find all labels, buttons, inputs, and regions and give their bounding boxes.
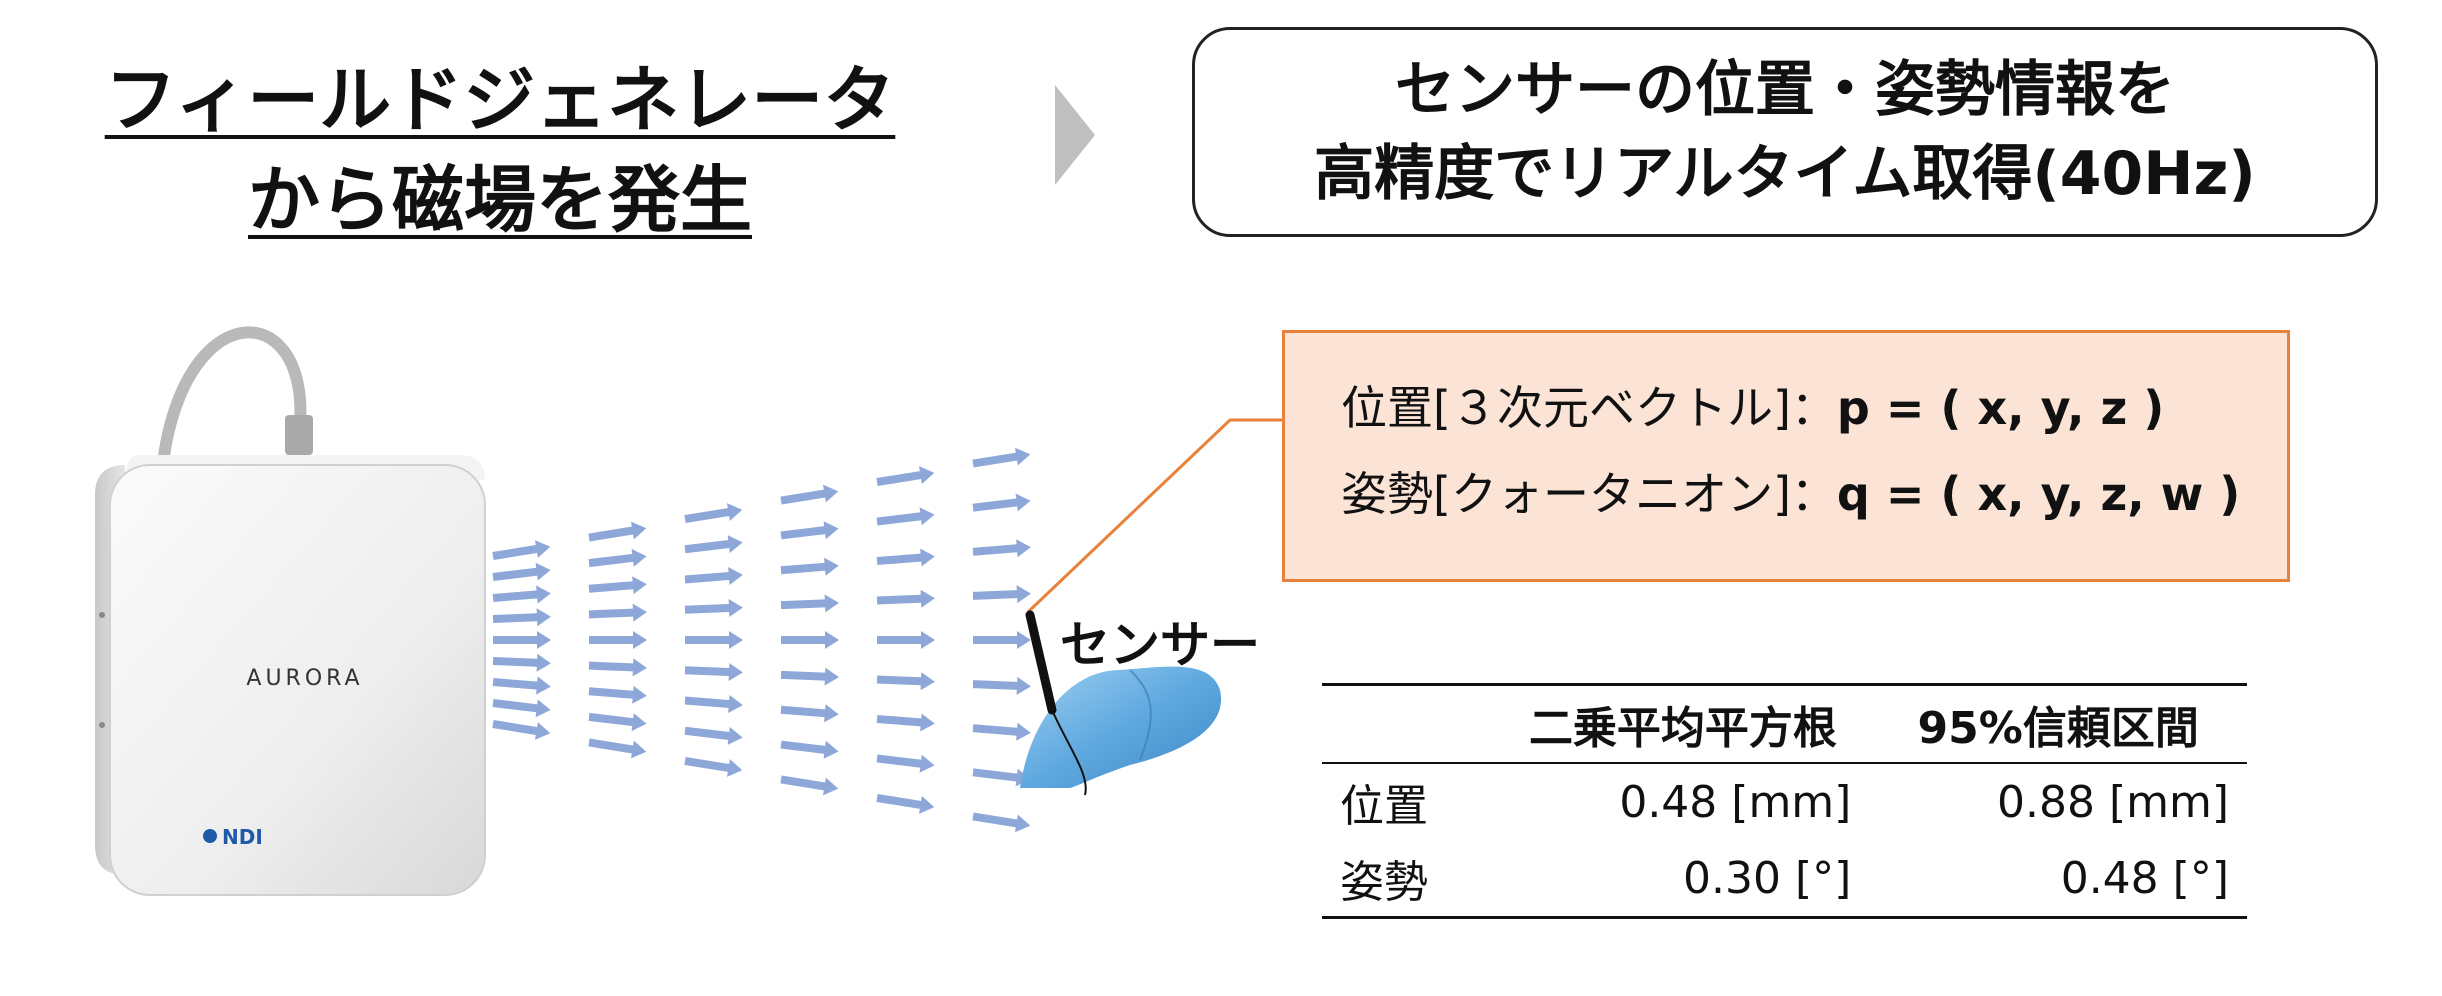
field-arrow (684, 535, 743, 554)
left-title: フィールドジェネレータ から磁場を発生 (60, 50, 940, 250)
field-arrow (972, 722, 1031, 741)
header-empty (1322, 685, 1497, 764)
field-arrow (492, 585, 551, 604)
field-arrow (684, 503, 743, 523)
orientation-formula: 姿勢[クォータニオン]：q = ( x, y, z, w ) (1341, 451, 2287, 537)
field-arrow (972, 585, 1031, 604)
sensor-wire (1051, 709, 1087, 796)
field-arrow (876, 466, 935, 487)
field-arrow (684, 567, 743, 585)
device-front (109, 464, 486, 896)
field-arrow (492, 676, 551, 695)
field-arrow (492, 540, 551, 560)
field-arrow (972, 447, 1031, 468)
rms-value: 0.30 [°] (1683, 852, 1852, 904)
rms-value: 0.48 [mm] (1619, 776, 1852, 828)
position-equation: p = ( x, y, z ) (1836, 381, 2165, 435)
right-title-box: センサーの位置・姿勢情報を 高精度でリアルタイム取得(40Hz) (1192, 27, 2378, 237)
table-header-row: 二乗平均平方根 95%信頼区間 (1322, 684, 2247, 764)
field-arrow (780, 557, 839, 576)
row-label: 姿勢 (1340, 857, 1428, 908)
chevron-right-icon (1055, 85, 1095, 185)
field-arrow (973, 631, 1031, 649)
field-arrow (492, 562, 551, 581)
left-title-line1: フィールドジェネレータ (104, 58, 896, 142)
field-arrow (684, 599, 743, 617)
field-arrow (876, 713, 935, 732)
sensor-in-glove (1020, 610, 1222, 796)
field-arrow (588, 658, 647, 677)
field-arrow (492, 608, 551, 627)
right-title-line1: センサーの位置・姿勢情報を (1395, 55, 2175, 125)
field-arrow (780, 484, 839, 505)
table-row: 姿勢 0.30 [°] 0.48 [°] (1322, 840, 2247, 918)
field-arrow (876, 754, 935, 773)
orientation-equation: q = ( x, y, z, w ) (1836, 467, 2241, 521)
field-arrow (876, 672, 935, 691)
header-ci95: 95%信頼区間 (1917, 703, 2199, 754)
field-arrow (780, 594, 839, 613)
field-arrow (588, 712, 647, 732)
field-arrow (876, 589, 935, 608)
field-arrow (780, 667, 839, 686)
field-arrow (780, 775, 839, 796)
position-formula: 位置[３次元ベクトル]：p = ( x, y, z ) (1341, 365, 2287, 451)
field-arrow (877, 631, 935, 649)
field-arrow (972, 676, 1031, 695)
field-arrow (780, 704, 839, 723)
device-maker-logo: NDI (222, 825, 263, 849)
field-arrow (588, 685, 647, 704)
header-rms: 二乗平均平方根 (1528, 703, 1837, 754)
field-arrow (780, 740, 839, 759)
field-arrow (780, 521, 839, 540)
field-arrow (588, 603, 647, 622)
pose-formula-box: 位置[３次元ベクトル]：p = ( x, y, z ) 姿勢[クォータニオン]：… (1282, 330, 2290, 582)
left-title-line2: から磁場を発生 (247, 158, 752, 242)
field-arrow (493, 631, 551, 649)
orientation-label: 姿勢[クォータニオン]： (1341, 467, 1837, 521)
field-arrow (972, 812, 1031, 833)
glove-fingers (1020, 666, 1222, 788)
field-arrow (972, 539, 1031, 558)
field-arrow (876, 793, 935, 814)
position-label: 位置[３次元ベクトル]： (1341, 381, 1837, 435)
field-arrow (876, 507, 935, 526)
table-row: 位置 0.48 [mm] 0.88 [mm] (1322, 763, 2247, 840)
row-label: 位置 (1340, 781, 1428, 832)
device-cable (154, 326, 307, 521)
field-arrow (684, 663, 743, 681)
field-arrow (684, 695, 743, 713)
field-arrow (588, 576, 647, 595)
field-generator-device: AURORA NDI (95, 326, 486, 896)
field-arrow (781, 631, 839, 649)
field-arrow (492, 720, 551, 740)
ci95-value: 0.48 [°] (2060, 852, 2229, 904)
accuracy-table: 二乗平均平方根 95%信頼区間 位置 0.48 [mm] 0.88 [mm] 姿… (1322, 683, 2247, 919)
field-arrow (684, 757, 743, 777)
sensor-label: センサー (1060, 616, 1260, 674)
field-arrow (588, 521, 647, 542)
field-arrow (684, 726, 743, 745)
field-arrow (685, 631, 743, 649)
right-title-line2: 高精度でリアルタイム取得(40Hz) (1314, 139, 2256, 209)
device-brand-logo: AURORA (246, 666, 363, 691)
ci95-value: 0.88 [mm] (1996, 776, 2229, 828)
field-arrow (588, 548, 647, 568)
field-arrow (972, 493, 1031, 512)
field-arrow (492, 699, 551, 718)
cable-connector (285, 415, 313, 455)
field-arrow (492, 653, 551, 672)
sensor-probe (1025, 610, 1057, 715)
field-arrow (589, 631, 647, 649)
field-arrow (876, 548, 935, 567)
field-arrow (588, 738, 647, 759)
